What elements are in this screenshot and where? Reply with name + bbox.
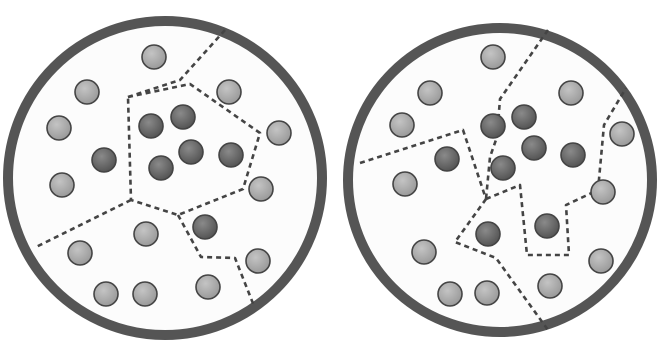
dark-dot bbox=[561, 143, 585, 167]
dark-dot bbox=[149, 156, 173, 180]
dark-dot bbox=[491, 156, 515, 180]
light-dot bbox=[75, 80, 99, 104]
light-dot bbox=[475, 281, 499, 305]
dark-dot bbox=[435, 147, 459, 171]
dark-dot bbox=[139, 114, 163, 138]
light-dot bbox=[438, 282, 462, 306]
light-dot bbox=[134, 222, 158, 246]
dark-dot bbox=[522, 136, 546, 160]
light-dot bbox=[481, 45, 505, 69]
left-panel bbox=[8, 21, 322, 335]
dark-dot bbox=[219, 143, 243, 167]
light-dot bbox=[610, 122, 634, 146]
light-dot bbox=[133, 282, 157, 306]
dark-dot bbox=[179, 140, 203, 164]
light-dot bbox=[50, 173, 74, 197]
light-dot bbox=[196, 275, 220, 299]
light-dot bbox=[559, 81, 583, 105]
dark-dot bbox=[476, 222, 500, 246]
dark-dot bbox=[535, 214, 559, 238]
light-dot bbox=[538, 274, 562, 298]
light-dot bbox=[249, 177, 273, 201]
light-dot bbox=[68, 241, 92, 265]
light-dot bbox=[418, 81, 442, 105]
dark-dot bbox=[171, 105, 195, 129]
light-dot bbox=[412, 240, 436, 264]
right-panel bbox=[348, 28, 652, 332]
light-dot bbox=[217, 80, 241, 104]
light-dot bbox=[267, 121, 291, 145]
light-dot bbox=[142, 45, 166, 69]
dark-dot bbox=[92, 148, 116, 172]
light-dot bbox=[390, 113, 414, 137]
light-dot bbox=[47, 116, 71, 140]
light-dot bbox=[589, 249, 613, 273]
light-dot bbox=[246, 249, 270, 273]
light-dot bbox=[393, 172, 417, 196]
dark-dot bbox=[512, 105, 536, 129]
light-dot bbox=[591, 180, 615, 204]
dark-dot bbox=[193, 215, 217, 239]
dark-dot bbox=[481, 114, 505, 138]
light-dot bbox=[94, 282, 118, 306]
